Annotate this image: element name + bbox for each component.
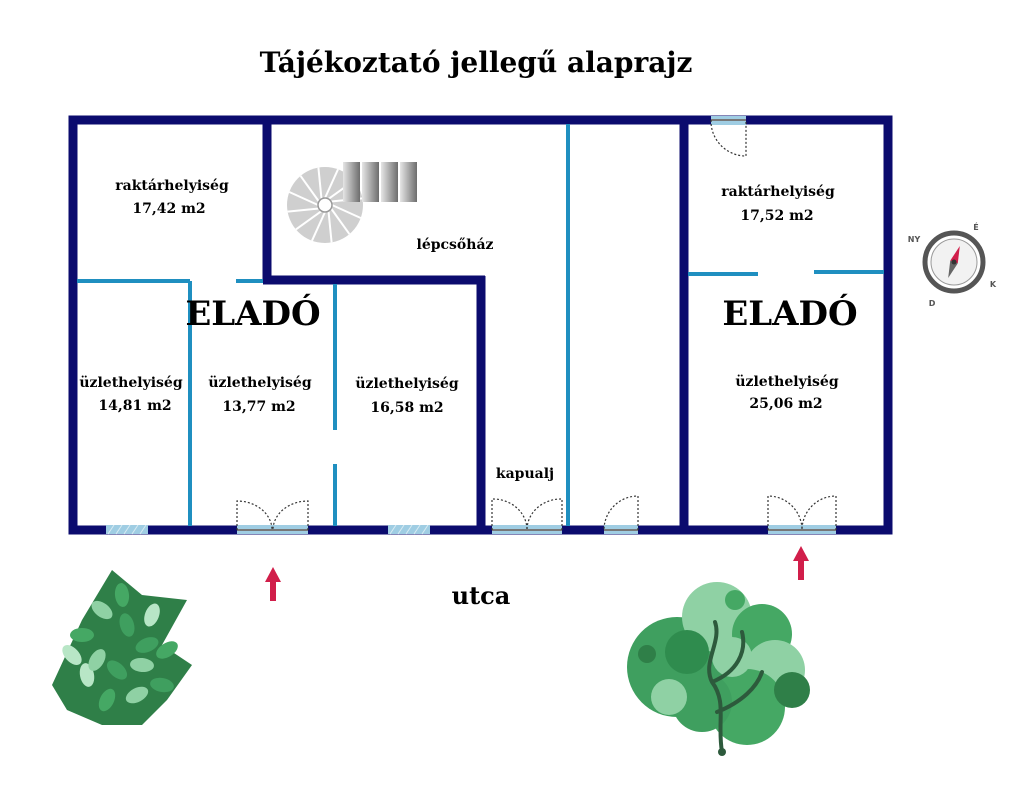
leaf <box>119 613 135 637</box>
for-sale-right: ELADÓ <box>722 293 857 334</box>
leaf <box>130 657 154 673</box>
tree-icon <box>627 582 810 756</box>
leaf <box>144 603 160 627</box>
window-hatching <box>107 524 429 535</box>
leaf <box>150 677 174 693</box>
gateway-label: kapualj <box>496 466 554 482</box>
shop1-name: üzlethelyiség <box>79 375 182 391</box>
door-gateway-double <box>491 498 563 534</box>
leaf <box>88 649 106 671</box>
compass-south: D <box>929 299 936 308</box>
compass-west: NY <box>908 235 921 244</box>
shop4-area: 25,06 m2 <box>749 396 822 412</box>
spiral-step <box>299 175 320 203</box>
leaf <box>135 637 159 653</box>
leaf <box>62 645 82 665</box>
door-corridor <box>603 495 639 534</box>
leaf <box>114 583 130 607</box>
spiral-step <box>330 207 351 235</box>
entrance-arrow-icon <box>793 546 809 580</box>
shop1-area: 14,81 m2 <box>98 398 171 414</box>
entrance-arrow-icon <box>265 567 281 601</box>
shop4-name: üzlethelyiség <box>735 374 838 390</box>
leaf <box>106 660 128 680</box>
leaf <box>98 688 116 712</box>
compass-north: É <box>973 221 978 232</box>
shop2-name: üzlethelyiség <box>208 375 311 391</box>
leaf <box>125 686 149 704</box>
spiral-step <box>295 210 323 231</box>
straight-stair-icon <box>343 162 417 202</box>
spiral-step <box>287 207 319 213</box>
spiral-step <box>317 167 323 199</box>
outer-walls <box>68 115 893 535</box>
leaf <box>156 641 178 659</box>
interior-walls <box>77 124 884 526</box>
storage-left-name: raktárhelyiség <box>115 178 229 194</box>
compass-icon: É D K NY <box>908 221 997 308</box>
leaf <box>70 628 94 642</box>
street-label: utca <box>452 581 511 610</box>
spiral-step <box>324 168 339 199</box>
shop3-name: üzlethelyiség <box>355 376 458 392</box>
spiral-step <box>311 211 326 242</box>
spiral-step <box>331 204 362 219</box>
compass-east: K <box>990 280 997 289</box>
door-shop4-double <box>767 495 837 534</box>
shop2-area: 13,77 m2 <box>222 399 295 415</box>
plan-title: Tájékoztató jellegű alaprajz <box>260 46 693 79</box>
leaf <box>91 600 113 620</box>
storage-right-name: raktárhelyiség <box>721 184 835 200</box>
door-storage-right <box>710 116 747 157</box>
spiral-step <box>288 191 319 206</box>
tree-icon <box>52 570 192 725</box>
door-shop2-double <box>236 500 309 534</box>
storage-left-area: 17,42 m2 <box>132 201 205 217</box>
storage-right-area: 17,52 m2 <box>740 208 813 224</box>
stairwell-label: lépcsőház <box>417 237 494 253</box>
shop3-area: 16,58 m2 <box>370 400 443 416</box>
for-sale-left: ELADÓ <box>185 293 320 334</box>
spiral-step <box>327 211 333 243</box>
